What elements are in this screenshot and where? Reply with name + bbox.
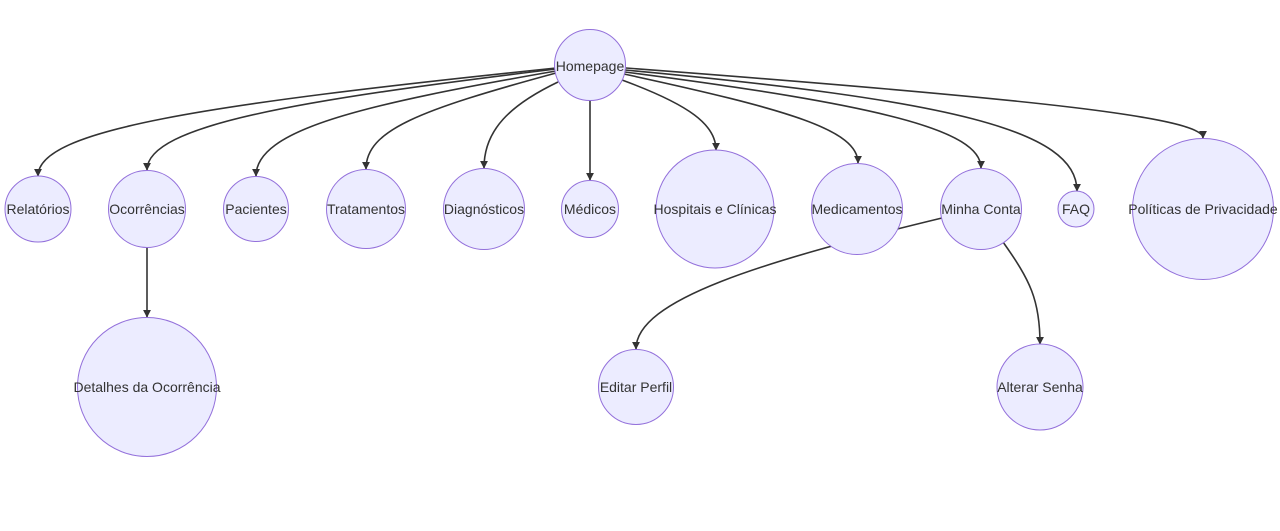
edge-homepage-relatorios [34, 67, 557, 177]
node-label: Políticas de Privacidade [1128, 201, 1278, 217]
node-tratamentos[interactable]: Tratamentos [326, 169, 406, 249]
nodes: Homepage Relatórios Ocorrências Paciente… [4, 29, 1278, 457]
node-label: Detalhes da Ocorrência [73, 379, 220, 395]
node-detalhes-ocorrencia[interactable]: Detalhes da Ocorrência [73, 317, 221, 457]
edge-homepage-ocorrencias [143, 68, 557, 171]
node-label: Relatórios [6, 201, 69, 217]
node-label: Alterar Senha [997, 379, 1083, 395]
node-hospitais[interactable]: Hospitais e Clínicas [654, 149, 777, 269]
edge-minha-conta-alterar-senha [1002, 241, 1044, 345]
node-medicos[interactable]: Médicos [561, 180, 619, 238]
edge-homepage-diagnosticos [480, 81, 559, 169]
edge-homepage-medicamentos [623, 73, 862, 164]
node-faq[interactable]: FAQ [1057, 190, 1095, 228]
node-diagnosticos[interactable]: Diagnósticos [443, 168, 525, 250]
node-label: Tratamentos [327, 201, 405, 217]
node-label: Homepage [556, 58, 625, 74]
node-label: Medicamentos [811, 201, 902, 217]
node-ocorrencias[interactable]: Ocorrências [108, 170, 186, 248]
node-pacientes[interactable]: Pacientes [223, 176, 289, 242]
node-medicamentos[interactable]: Medicamentos [811, 163, 903, 255]
edges [34, 67, 1207, 350]
node-label: Ocorrências [109, 201, 184, 217]
node-editar-perfil[interactable]: Editar Perfil [598, 349, 674, 425]
node-alterar-senha[interactable]: Alterar Senha [996, 343, 1084, 431]
node-label: FAQ [1062, 201, 1090, 217]
node-label: Editar Perfil [600, 379, 672, 395]
node-homepage[interactable]: Homepage [554, 29, 626, 101]
edge-homepage-tratamentos [362, 72, 557, 170]
edge-homepage-pacientes [252, 70, 557, 177]
node-politicas[interactable]: Políticas de Privacidade [1128, 138, 1278, 280]
edge-homepage-politicas [625, 67, 1207, 139]
node-label: Minha Conta [941, 201, 1021, 217]
edge-homepage-faq [624, 69, 1081, 192]
node-label: Médicos [564, 201, 616, 217]
node-relatorios[interactable]: Relatórios [4, 175, 72, 243]
node-minha-conta[interactable]: Minha Conta [940, 168, 1022, 250]
edge-homepage-minha-conta [624, 71, 985, 169]
node-label: Hospitais e Clínicas [654, 201, 777, 217]
edge-homepage-hospitais [621, 79, 720, 151]
node-label: Diagnósticos [444, 201, 524, 217]
node-label: Pacientes [225, 201, 286, 217]
